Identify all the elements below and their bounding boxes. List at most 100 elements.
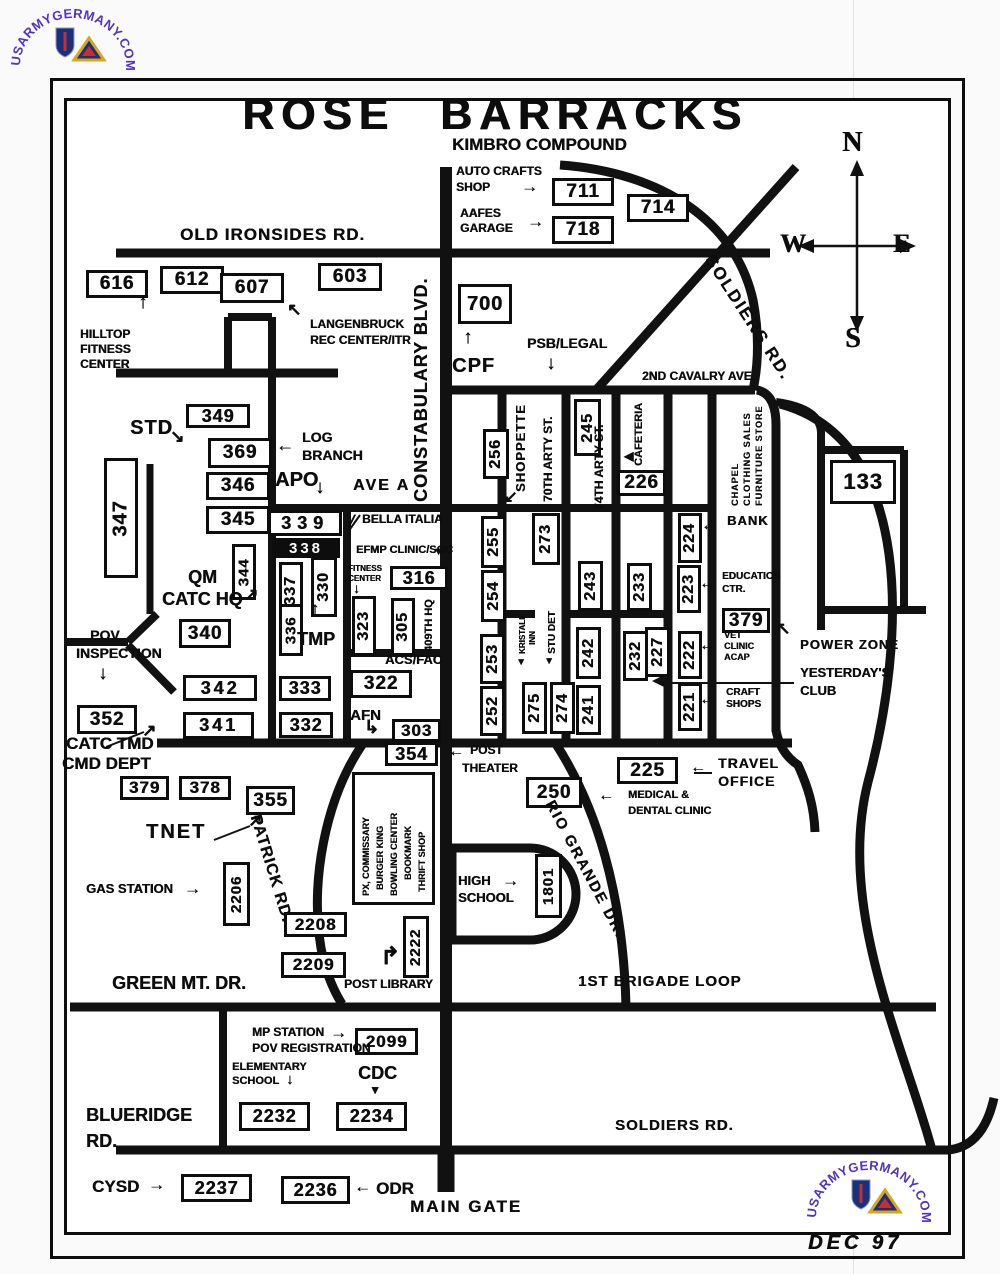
building-box-233: 233 <box>627 563 652 611</box>
map-label-inspection: INSPECTION <box>76 645 162 661</box>
map-label-vet: VET <box>724 630 742 640</box>
building-box-607: 607 <box>220 273 284 303</box>
building-box-340: 340 <box>179 619 231 648</box>
building-box-332: 332 <box>279 712 333 738</box>
building-box-336: 336 <box>279 604 303 656</box>
map-label-chapel: CHAPEL <box>730 462 740 506</box>
map-label-high: HIGH <box>458 873 491 888</box>
map-label-office: OFFICE <box>718 773 776 789</box>
compass-west: W <box>780 229 806 258</box>
map-label-yesterday-s: YESTERDAY'S <box>800 665 891 680</box>
map-label-acs-fac: ACS/FAC <box>385 652 443 667</box>
map-label-bookmark: BOOKMARK <box>403 826 413 880</box>
map-label-auto-crafts: AUTO CRAFTS <box>456 164 542 178</box>
map-label-std: STD <box>130 417 173 439</box>
map-label-cmd-dept: CMD DEPT <box>62 754 151 773</box>
tick-mark: ╱ <box>347 515 355 530</box>
building-box-322: 322 <box>350 670 412 698</box>
building-box-316: 316 <box>390 566 448 590</box>
usareur-patch-icon <box>851 1179 871 1210</box>
building-box-2232: 2232 <box>239 1102 310 1131</box>
building-box-225: 225 <box>617 757 678 784</box>
map-label-catc-tmd: CATC TMD <box>66 734 154 753</box>
building-box-379: 379 <box>722 608 770 633</box>
arrow-down-icon: ↓ <box>353 580 360 596</box>
arrow-left-icon: ← <box>448 743 464 760</box>
map-label-post: POST <box>470 743 503 757</box>
arrow-right-icon: → <box>330 1023 347 1042</box>
arrow-up-left-icon: ↖ <box>776 619 791 638</box>
map-label-kimbro-compound: KIMBRO COMPOUND <box>452 135 627 154</box>
building-box-255: 255 <box>481 516 506 568</box>
usarmygermany-logo: USARMYGERMANY.COM <box>10 6 136 72</box>
building-box-354: 354 <box>385 742 438 766</box>
map-label-main-gate: MAIN GATE <box>410 1197 523 1216</box>
building-box-241: 241 <box>576 685 601 735</box>
map-label-center: CENTER <box>348 574 381 583</box>
map-label-bella-italia: BELLA ITALIA <box>362 512 443 526</box>
map-label-old-ironsides-rd: OLD IRONSIDES RD. <box>180 225 366 244</box>
map-label-post-library: POST LIBRARY <box>344 977 433 991</box>
building-box-346: 346 <box>206 472 270 500</box>
map-label-efmp-clinic-soc: EFMP CLINIC/SOC <box>356 544 453 556</box>
map-label-gas-station: GAS STATION <box>86 881 173 896</box>
arrow-right-icon: → <box>148 1175 165 1194</box>
arrow-right-icon: → <box>527 212 544 231</box>
usarmygermany-logo: USARMYGERMANY.COM <box>806 1158 932 1224</box>
map-label-inn: INN <box>528 631 537 645</box>
map-label-1st-brigade-loop: 1ST BRIGADE LOOP <box>578 973 742 990</box>
arrow-down-icon: ▼ <box>516 657 526 668</box>
map-label-constabulary-blvd: CONSTABULARY BLVD. <box>411 277 431 502</box>
building-box-344: 344 <box>232 544 256 600</box>
map-label-pov: POV <box>90 627 120 643</box>
building-box-700: 700 <box>458 284 512 324</box>
building-box-133: 133 <box>830 460 896 504</box>
map-label-elementary: ELEMENTARY <box>232 1061 307 1073</box>
map-label-school: SCHOOL <box>232 1075 280 1087</box>
arrow-left-icon: ← <box>276 435 294 455</box>
arrow-up-right-icon: ↗ <box>248 811 263 830</box>
seventh-army-patch-icon <box>867 1187 903 1214</box>
building-box-245: 245 <box>574 399 601 456</box>
map-label-aafes: AAFES <box>460 206 501 220</box>
compass-north: N <box>842 127 863 158</box>
arrow-left-icon: ← <box>699 691 715 708</box>
map-label-catc-hq: CATC HQ <box>162 589 243 609</box>
map-label-school: SCHOOL <box>458 890 514 905</box>
map-outer-frame <box>50 78 965 1259</box>
building-box-345: 345 <box>206 506 270 534</box>
arrow-right-icon: → <box>521 177 538 196</box>
building-box-2234: 2234 <box>336 1102 407 1131</box>
building-box-612: 612 <box>160 266 224 294</box>
map-label-pov-registration: POV REGISTRATION <box>252 1041 371 1055</box>
map-label-74th-arty-st: 74TH ARTY ST. <box>592 424 606 510</box>
map-label-ave-a: AVE A <box>353 477 411 494</box>
building-box-252: 252 <box>480 686 505 736</box>
map-label-rec-center-itr: REC CENTER/ITR <box>310 333 411 347</box>
building-box-352: 352 <box>77 705 137 734</box>
compass-east: E <box>893 229 911 258</box>
arrow-down-icon: ↓ <box>315 477 325 498</box>
map-label-mp-station: MP STATION <box>252 1025 324 1039</box>
px-complex-building <box>352 772 435 905</box>
map-label-px-commissary: PX, COMMISSARY <box>361 817 371 896</box>
building-box-714: 714 <box>627 194 689 222</box>
building-box-2209: 2209 <box>281 952 346 978</box>
map-label-rd: RD. <box>86 1131 117 1151</box>
arrow-right-icon: → <box>502 871 519 890</box>
arrow-down-left-icon: ↙ <box>504 489 518 506</box>
map-label-409th-hq: 409TH HQ <box>423 599 435 652</box>
building-box-223: 223 <box>677 565 701 613</box>
map-label-cdc: CDC <box>358 1063 397 1083</box>
arrow-down-icon: ▼ <box>369 1083 381 1097</box>
arrow-up-icon: ↑ <box>310 599 320 620</box>
map-label-fitness: FITNESS <box>348 564 382 573</box>
map-label-fitness: FITNESS <box>80 342 131 356</box>
building-box-341: 341 <box>183 712 254 739</box>
building-box-242: 242 <box>576 627 601 679</box>
building-box-378: 378 <box>179 776 231 800</box>
map-label-soldiers-rd: SOLDIERS RD. <box>615 1117 734 1134</box>
arrow-down-icon: ↓ <box>98 663 108 684</box>
map-label-bowling-center: BOWLING CENTER <box>389 813 399 896</box>
building-box-222: 222 <box>678 631 702 679</box>
